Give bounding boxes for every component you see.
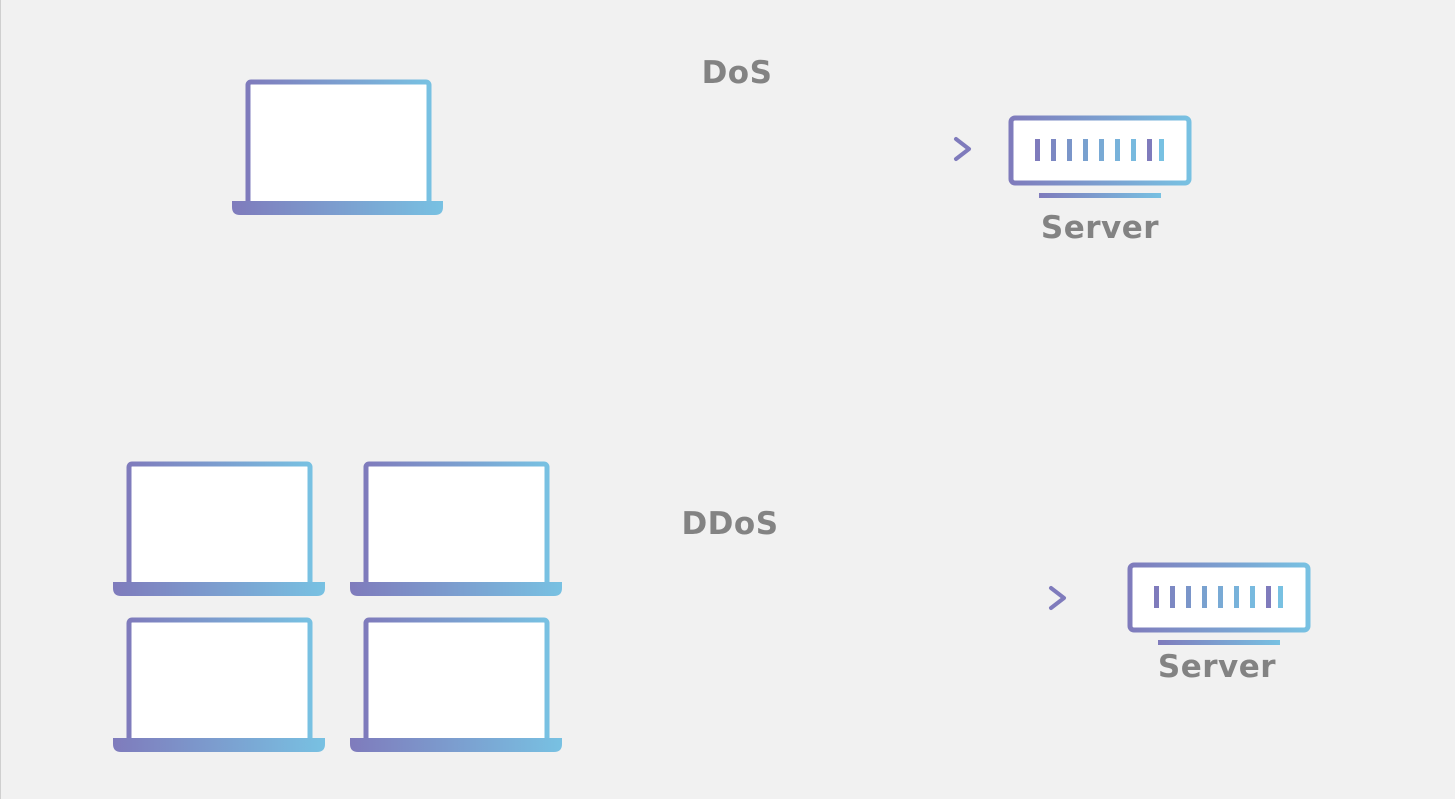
server-icon xyxy=(1008,115,1192,198)
laptop-icon xyxy=(232,79,443,215)
dos-section xyxy=(232,79,1192,215)
ddos-section xyxy=(113,461,1311,752)
laptop-icon xyxy=(113,617,325,752)
dos-label: DoS xyxy=(701,55,773,91)
ddos-arrow xyxy=(582,586,1066,610)
dos-server-label: Server xyxy=(1040,210,1160,246)
server-port-bars xyxy=(1035,139,1164,161)
laptop-icon xyxy=(350,461,562,596)
dos-arrow xyxy=(488,137,971,161)
laptop-icon xyxy=(350,617,562,752)
server-icon xyxy=(1127,562,1311,645)
server-port-bars xyxy=(1154,586,1283,608)
ddos-server-label: Server xyxy=(1157,649,1277,685)
laptop-icon xyxy=(113,461,325,596)
ddos-label: DDoS xyxy=(681,506,779,542)
